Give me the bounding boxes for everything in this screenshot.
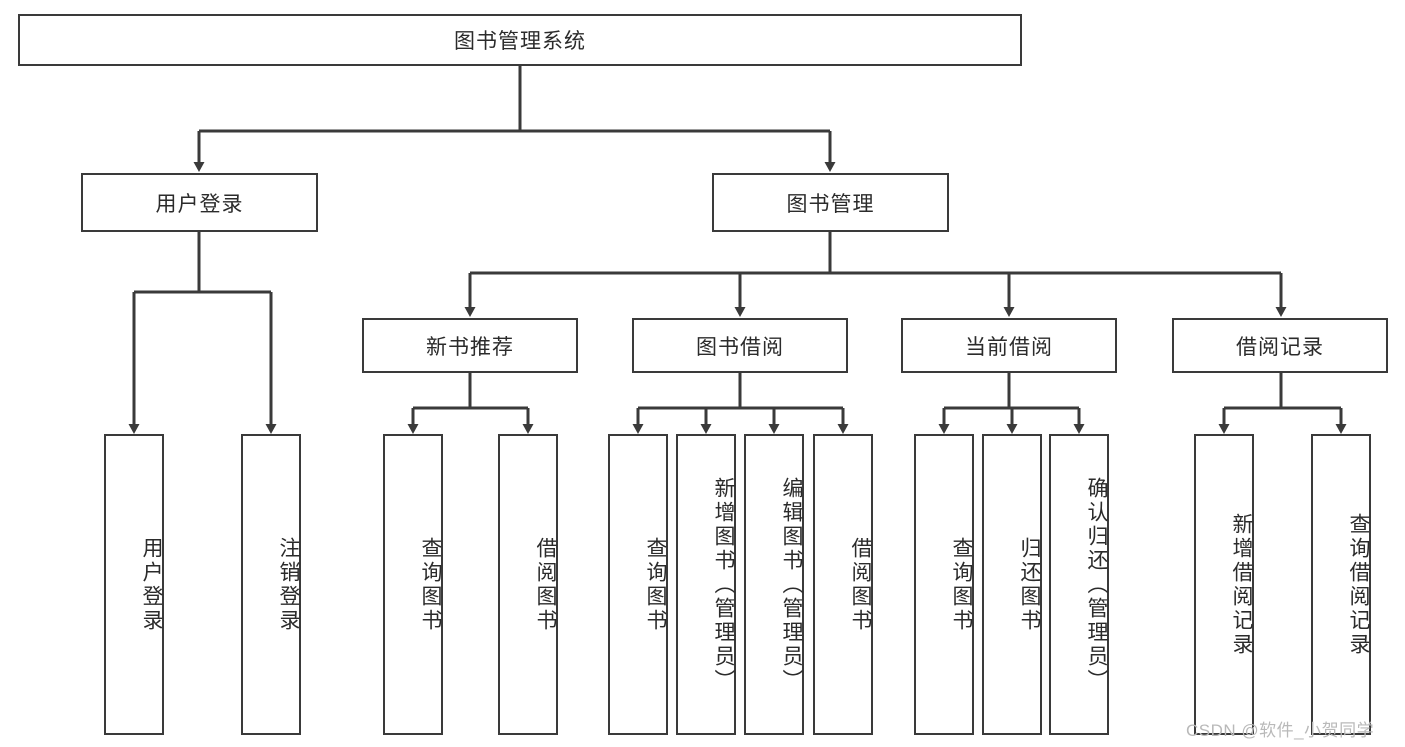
leaf-borrow-record-query[interactable]: 查询借阅记录 (1311, 434, 1371, 735)
node-label: 编辑图书（管理员） (780, 476, 803, 693)
leaf-new-book-borrow[interactable]: 借阅图书 (498, 434, 558, 735)
leaf-current-borrow-query[interactable]: 查询图书 (914, 434, 974, 735)
csdn-watermark: CSDN @软件_小贺同学 (1186, 721, 1375, 740)
node-label: 借阅图书 (849, 536, 872, 633)
node-current-borrow[interactable]: 当前借阅 (901, 318, 1117, 373)
leaf-current-borrow-confirm[interactable]: 确认归还（管理员） (1049, 434, 1109, 735)
node-label: 查询图书 (950, 536, 973, 633)
node-root-system[interactable]: 图书管理系统 (18, 14, 1022, 66)
node-label: 图书借阅 (696, 335, 784, 359)
leaf-new-book-query[interactable]: 查询图书 (383, 434, 443, 735)
node-label: 借阅图书 (534, 536, 557, 633)
node-label: 图书管理 (786, 192, 875, 216)
node-user-login[interactable]: 用户登录 (81, 173, 318, 232)
node-book-borrow[interactable]: 图书借阅 (632, 318, 848, 373)
node-book-management[interactable]: 图书管理 (712, 173, 949, 232)
node-label: 查询图书 (419, 536, 442, 633)
node-label: 归还图书 (1018, 536, 1041, 633)
leaf-user-login-signin[interactable]: 用户登录 (104, 434, 164, 735)
leaf-current-borrow-return[interactable]: 归还图书 (982, 434, 1042, 735)
node-label: 当前借阅 (965, 335, 1053, 359)
node-label: 注销登录 (277, 536, 300, 633)
leaf-borrow-record-add[interactable]: 新增借阅记录 (1194, 434, 1254, 735)
leaf-book-borrow-query[interactable]: 查询图书 (608, 434, 668, 735)
node-label: 用户登录 (155, 192, 244, 216)
node-label: 确认归还（管理员） (1085, 476, 1108, 693)
leaf-book-borrow-edit[interactable]: 编辑图书（管理员） (744, 434, 804, 735)
node-label: 新增图书（管理员） (712, 476, 735, 693)
leaf-book-borrow-add[interactable]: 新增图书（管理员） (676, 434, 736, 735)
node-label: 查询图书 (644, 536, 667, 633)
node-borrow-record[interactable]: 借阅记录 (1172, 318, 1388, 373)
node-new-book-recommend[interactable]: 新书推荐 (362, 318, 578, 373)
node-label: 用户登录 (140, 536, 163, 633)
node-label: 借阅记录 (1236, 335, 1324, 359)
node-label: 新书推荐 (426, 335, 514, 359)
node-label: 查询借阅记录 (1347, 512, 1370, 657)
node-label: 图书管理系统 (454, 30, 586, 53)
leaf-book-borrow-lend[interactable]: 借阅图书 (813, 434, 873, 735)
node-label: 新增借阅记录 (1230, 512, 1253, 657)
leaf-user-login-signout[interactable]: 注销登录 (241, 434, 301, 735)
